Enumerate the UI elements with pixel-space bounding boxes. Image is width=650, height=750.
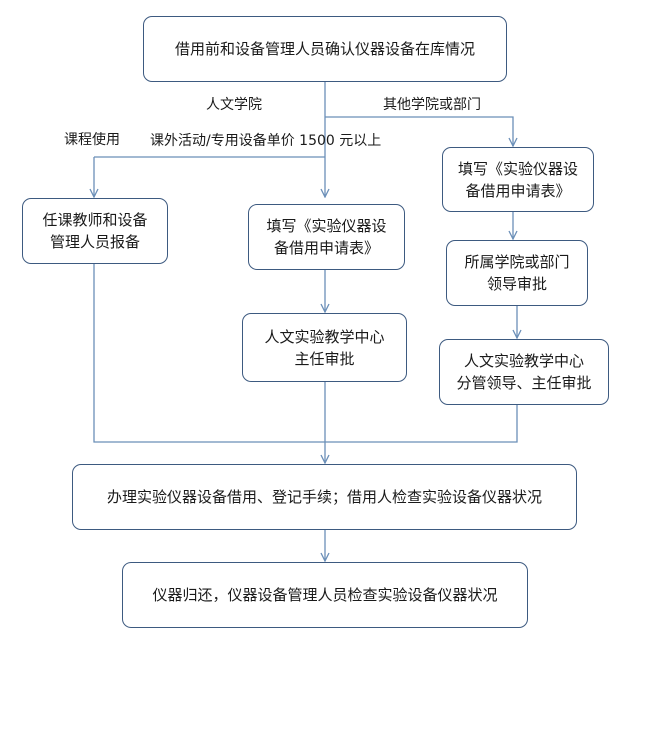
connector-to-other [325, 116, 513, 146]
dept-leader-box: 所属学院或部门 领导审批 [446, 240, 588, 306]
label-extra-activity: 课外活动/专用设备单价 1500 元以上 [150, 133, 382, 149]
procedure-text: 办理实验仪器设备借用、登记手续；借用人检查实验设备仪器状况 [106, 488, 542, 506]
center-leader-text: 人文实验教学中心 分管领导、主任审批 [456, 352, 592, 392]
hum-director-box: 人文实验教学中心 主任审批 [242, 313, 407, 382]
start-box: 借用前和设备管理人员确认仪器设备在库情况 [143, 16, 507, 82]
return-text: 仪器归还，仪器设备管理人员检查实验设备仪器状况 [152, 586, 498, 604]
dept-leader-text: 所属学院或部门 领导审批 [464, 253, 570, 293]
hum-fill-form-text: 填写《实验仪器设 备借用申请表》 [266, 217, 387, 257]
hum-fill-form-box: 填写《实验仪器设 备借用申请表》 [248, 204, 405, 270]
hum-director-text: 人文实验教学中心 主任审批 [264, 327, 385, 368]
other-fill-form-text: 填写《实验仪器设 备借用申请表》 [457, 159, 578, 200]
procedure-box: 办理实验仪器设备借用、登记手续；借用人检查实验设备仪器状况 [72, 464, 577, 530]
label-course-use: 课程使用 [64, 132, 120, 148]
connector-course-merge [93, 264, 325, 443]
start-text: 借用前和设备管理人员确认仪器设备在库情况 [174, 40, 475, 58]
label-humanities: 人文学院 [206, 97, 262, 113]
course-report-text: 任课教师和设备 管理人员报备 [42, 211, 148, 251]
return-box: 仪器归还，仪器设备管理人员检查实验设备仪器状况 [122, 562, 528, 628]
center-leader-box: 人文实验教学中心 分管领导、主任审批 [439, 339, 609, 405]
other-fill-form-box: 填写《实验仪器设 备借用申请表》 [442, 147, 594, 212]
connector-center-merge [325, 405, 518, 443]
label-other: 其他学院或部门 [383, 97, 481, 113]
course-report-box: 任课教师和设备 管理人员报备 [22, 198, 168, 264]
